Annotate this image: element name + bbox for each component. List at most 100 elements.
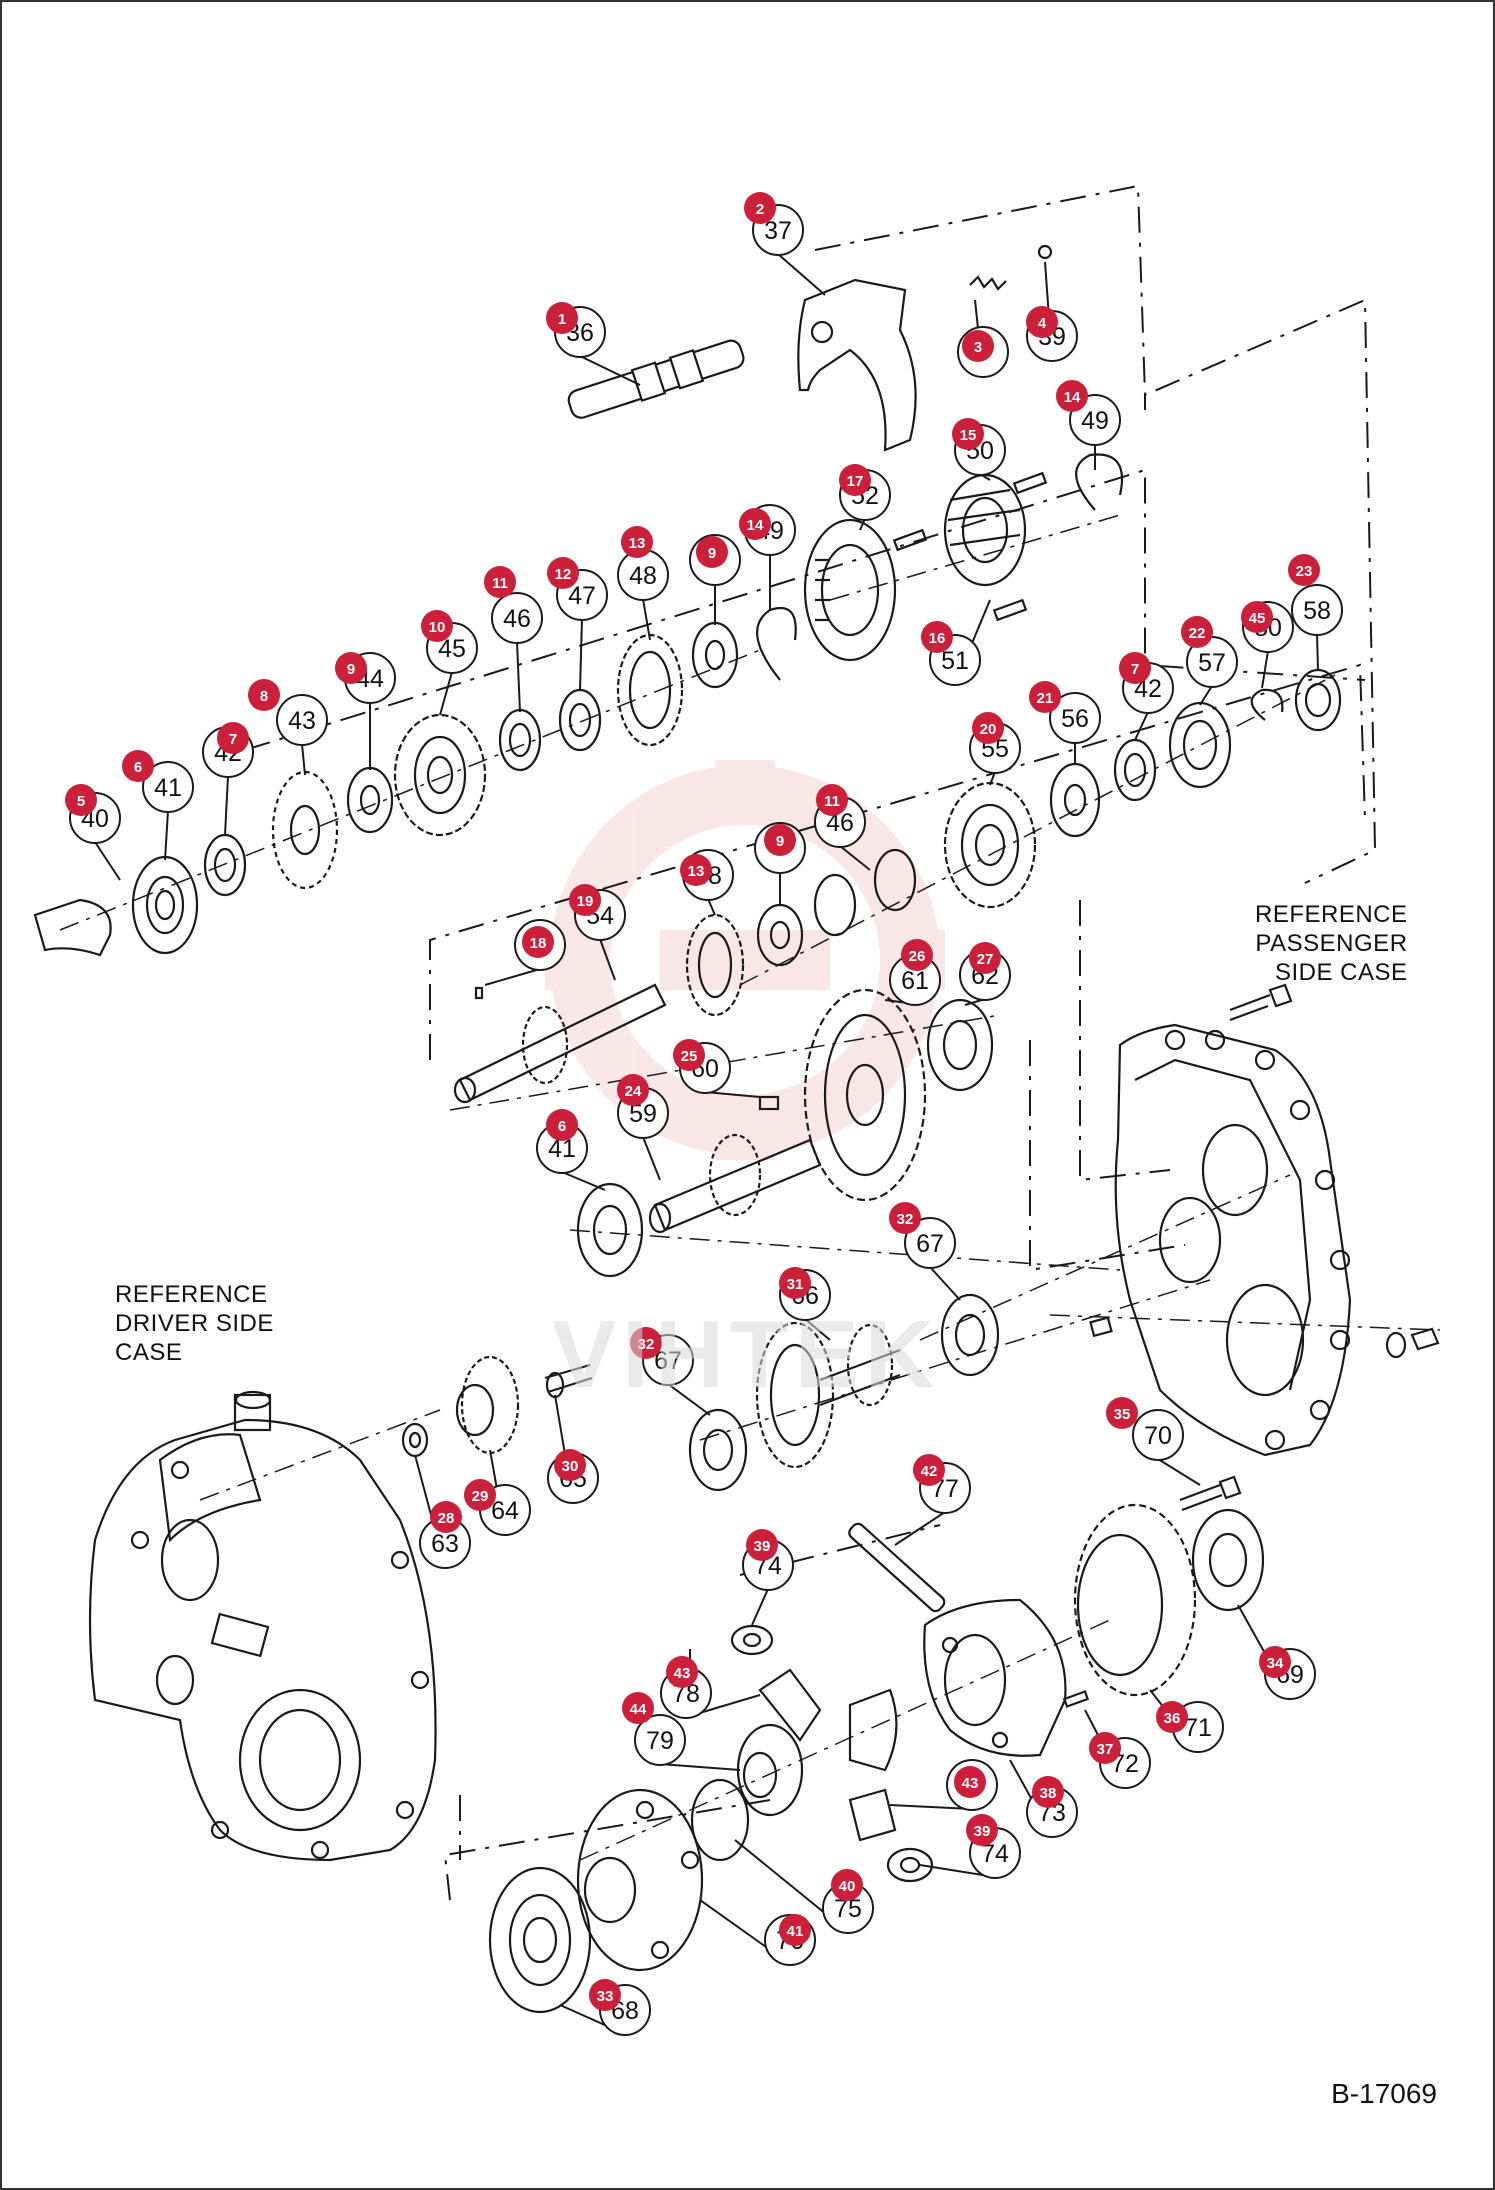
callout[interactable]: 8045 [1241,601,1294,653]
index-badge [569,884,601,916]
index-badge [547,557,579,589]
part-number-circle [142,761,194,813]
index-badge-number: 32 [638,1336,655,1353]
callout[interactable]: 438 [248,679,328,746]
part-number: 47 [568,582,596,610]
figure-id: B-17069 [1331,2078,1437,2109]
index-badge-number: 37 [1097,1741,1114,1758]
index-badge-number: 15 [960,427,977,444]
leader-line [894,1511,946,1546]
index-badge [966,1814,998,1846]
part-number: 58 [1303,597,1331,625]
callout[interactable]: 405 [65,784,121,844]
callout[interactable]: 372 [744,192,804,256]
index-badge [739,508,771,540]
callout[interactable]: 7641 [764,1914,816,1966]
index-badge [764,824,796,856]
bearing-67a [940,1293,1000,1377]
leader-line [989,771,996,786]
leader-line [777,253,826,296]
callout[interactable]: 449 [335,652,396,704]
index-badge [630,1327,662,1359]
callout[interactable]: 9 [689,534,741,586]
leader-line [889,1804,973,1810]
callout[interactable]: 416 [122,750,194,813]
callout[interactable]: 9 [754,822,806,874]
index-badge-number: 35 [1114,1406,1131,1423]
callout[interactable]: 18 [514,919,566,971]
index-badge-number: 10 [429,619,446,636]
callout[interactable]: 416 [536,1109,588,1174]
index-badge [1119,652,1151,684]
bearing-69 [1191,1508,1265,1612]
index-badge-number: 12 [555,566,572,583]
synchro-sleeve [803,518,897,662]
index-badge [696,536,728,568]
reference-driver-side-case: REFERENCE DRIVER SIDE CASE [115,1280,274,1367]
leader-line [1261,650,1269,689]
part-number: 37 [764,217,792,245]
index-badge [839,464,871,496]
callout[interactable]: 6530 [547,1449,599,1504]
index-badge [954,1766,986,1798]
part-number: 46 [503,605,531,633]
callout[interactable]: 427 [202,722,254,778]
leader-line [642,598,651,641]
callout[interactable]: 3 [957,326,1009,378]
callout[interactable]: 43 [946,1759,998,1811]
part-number: 70 [1144,1422,1172,1450]
callout[interactable]: 394 [1026,306,1078,362]
index-badge [1032,1776,1064,1808]
leader-line [164,810,169,861]
part-number: 43 [288,707,316,735]
reference-passenger-line-1: REFERENCE [1255,901,1408,928]
driver-case [88,1390,437,1862]
leader-line [224,775,229,836]
callout[interactable]: 361 [546,302,606,358]
callout[interactable]: 70 35 [1106,1397,1184,1461]
leader-line [94,841,121,881]
index-badge-number: 9 [347,661,355,678]
index-badge [746,1529,778,1561]
callout[interactable]: 427 [1119,652,1174,714]
part-number: 63 [431,1530,459,1558]
shift-rod [567,339,745,419]
counter-shaft [648,1133,822,1234]
